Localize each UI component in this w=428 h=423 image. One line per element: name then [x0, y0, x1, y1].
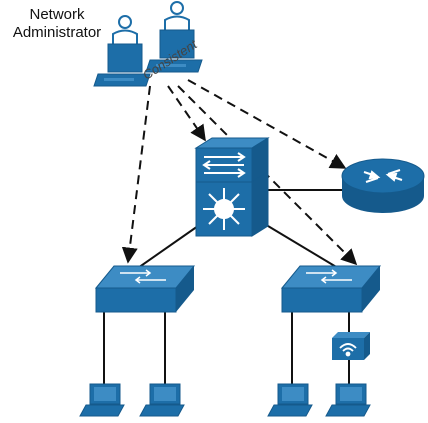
laptop-base: [325, 404, 371, 417]
user-head-icon: [170, 1, 184, 15]
multilayer-switch: [194, 137, 270, 237]
switch-side: [176, 266, 194, 312]
router-top: [341, 158, 425, 194]
user-head-icon: [118, 15, 132, 29]
wireless-access-point: [332, 332, 370, 360]
monitor-icon: [159, 29, 195, 59]
laptop-base: [79, 404, 125, 417]
ap-top: [332, 332, 370, 338]
switch-front: [95, 287, 177, 313]
arrow-to-core: [167, 85, 206, 142]
laptop-1: [79, 383, 125, 417]
user-body-icon: [112, 29, 138, 47]
arrow-to-switch-left: [121, 85, 151, 264]
laptop-2: [139, 383, 185, 417]
access-switch-right: [280, 265, 382, 313]
switch-arrows-icon: [202, 152, 246, 178]
cable-core-switch-right: [257, 219, 339, 269]
laptop-3: [267, 383, 313, 417]
admin-label-line2: Administrator: [12, 24, 102, 41]
access-switch-left: [94, 265, 196, 313]
laptop-base: [267, 404, 313, 417]
admin-workstation-2: [145, 1, 203, 73]
router-arrows-icon: [363, 169, 403, 183]
ap-side: [364, 332, 370, 360]
wifi-icon: [339, 343, 357, 357]
laptop-4: [325, 383, 371, 417]
keyboard-icon: [104, 78, 134, 81]
core-switch-side-lower: [251, 171, 269, 237]
laptop-base: [139, 404, 185, 417]
admin-workstation-1: [93, 15, 151, 87]
monitor-icon: [107, 43, 143, 73]
keyboard-icon: [156, 64, 186, 67]
switch-arrows-icon: [120, 269, 166, 284]
switch-arrows-icon: [306, 269, 352, 284]
user-body-icon: [164, 15, 190, 33]
admin-label: Network Administrator: [2, 6, 112, 42]
switch-front: [281, 287, 363, 313]
admin-label-line1: Network: [29, 6, 85, 23]
router-star-icon: [203, 188, 245, 230]
switch-side: [362, 266, 380, 312]
router: [341, 158, 425, 213]
